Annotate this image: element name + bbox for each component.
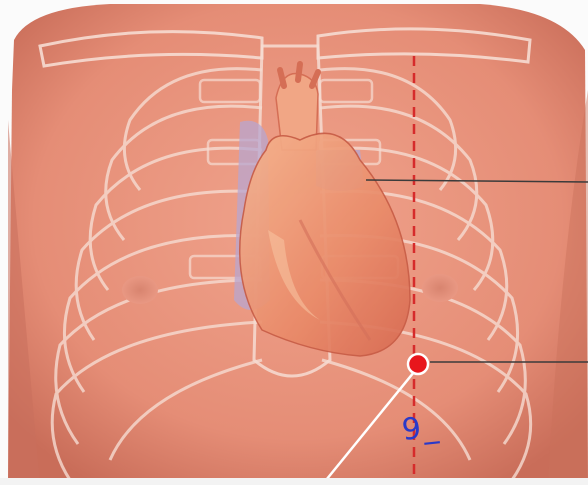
right-nipple	[422, 274, 458, 302]
apex-marker	[408, 354, 428, 374]
left-nipple	[122, 276, 158, 304]
bottom-border	[0, 478, 588, 485]
handwritten-note: 9_	[401, 412, 442, 446]
